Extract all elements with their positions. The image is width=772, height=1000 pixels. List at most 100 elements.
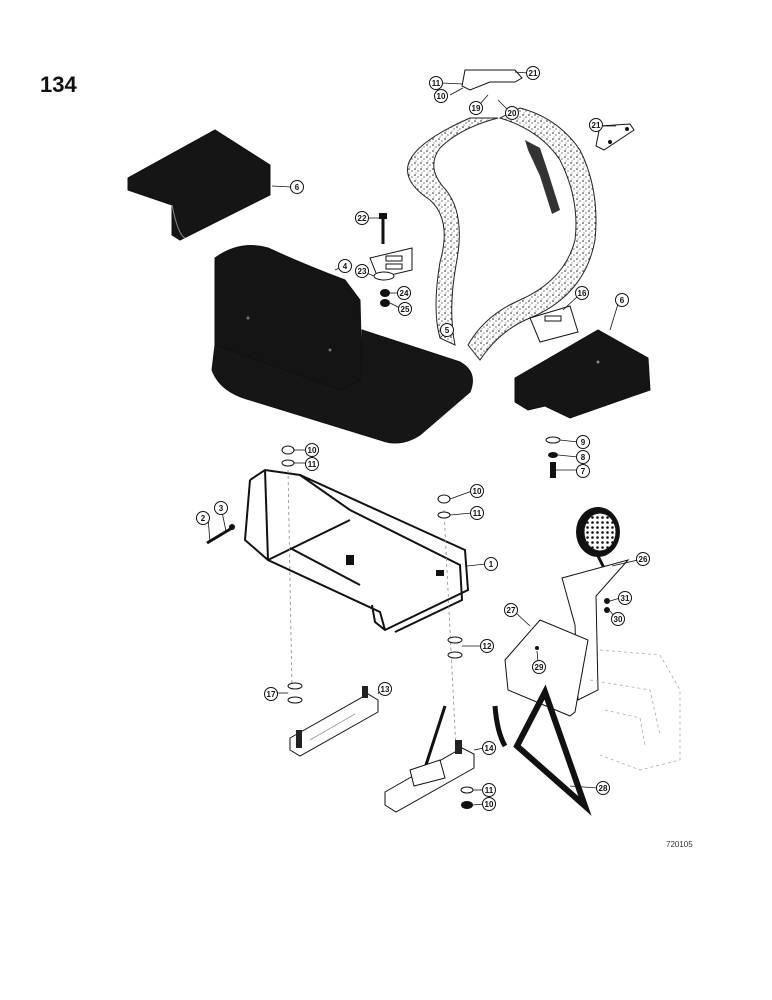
callout-circle: [636, 552, 650, 566]
hardware-12: [447, 636, 463, 659]
hardware-17: [287, 682, 303, 704]
callout-label: 23: [358, 267, 367, 276]
callout-label: 25: [401, 305, 410, 314]
hardware-10-11-left: [281, 445, 295, 467]
callout-label: 21: [592, 121, 601, 130]
callout-label: 17: [267, 690, 276, 699]
callout-circle: [434, 89, 448, 103]
seat-pad-right: [514, 329, 651, 419]
seat-pad-left: [127, 129, 271, 241]
callout-label: 29: [535, 663, 544, 672]
callout-circle: [196, 511, 210, 525]
callout-label: 10: [308, 446, 317, 455]
callout-circle: [429, 76, 443, 90]
callout-label: 22: [358, 214, 367, 223]
callout-label: 16: [578, 289, 587, 298]
callout-circle: [355, 264, 369, 278]
leader-lines: [207, 71, 639, 806]
callout-label: 26: [639, 555, 648, 564]
seat-frame: [243, 468, 470, 633]
callout-circle: [576, 450, 590, 464]
callout-circle: [264, 687, 278, 701]
callout-circle: [290, 180, 304, 194]
callout-label: 13: [381, 685, 390, 694]
callout-circle: [378, 682, 392, 696]
callout-label: 8: [581, 453, 586, 462]
callout-circle: [575, 286, 589, 300]
callout-balloons: 1110211920216224232425516698710113210111…: [196, 66, 650, 811]
slide-rail-13: [289, 686, 379, 757]
callout-circle: [615, 293, 629, 307]
bolt-22: [379, 213, 387, 244]
callout-label: 6: [295, 183, 300, 192]
callout-label: 19: [472, 104, 481, 113]
callout-circle: [482, 783, 496, 797]
callout-circle: [470, 506, 484, 520]
callout-label: 9: [581, 438, 586, 447]
callout-circle: [482, 741, 496, 755]
callout-circle: [305, 443, 319, 457]
callout-circle: [576, 435, 590, 449]
bolt-2-3: [206, 524, 235, 545]
callout-label: 3: [219, 504, 224, 513]
callout-circle: [440, 323, 454, 337]
callout-label: 7: [581, 467, 586, 476]
callout-label: 1: [489, 560, 494, 569]
callout-circle: [480, 639, 494, 653]
emblem-plate-27: [504, 619, 589, 717]
callout-circle: [398, 302, 412, 316]
callout-label: 10: [485, 800, 494, 809]
callout-circle: [526, 66, 540, 80]
page-number: 134: [40, 72, 77, 97]
anchor-bracket: [369, 247, 579, 343]
callout-circle: [532, 660, 546, 674]
callout-circle: [397, 286, 411, 300]
callout-circle: [484, 557, 498, 571]
callout-label: 11: [308, 460, 317, 469]
callout-circle: [305, 457, 319, 471]
callout-label: 4: [343, 262, 348, 271]
callout-circle: [576, 464, 590, 478]
slide-rail-14: [384, 705, 475, 813]
callout-label: 20: [508, 109, 517, 118]
bracket-top: [461, 69, 635, 151]
smv-triangle-28: [492, 684, 592, 816]
callout-label: 11: [432, 79, 441, 88]
callout-label: 31: [621, 594, 630, 603]
callout-circle: [470, 484, 484, 498]
hardware-31-30: [604, 598, 610, 613]
callout-label: 30: [614, 615, 623, 624]
callout-circle: [589, 118, 603, 132]
callout-circle: [611, 612, 625, 626]
callout-label: 24: [400, 289, 409, 298]
callout-circle: [618, 591, 632, 605]
callout-circle: [482, 797, 496, 811]
callout-circle: [338, 259, 352, 273]
callout-circle: [596, 781, 610, 795]
callout-label: 12: [483, 642, 492, 651]
callout-label: 11: [485, 786, 494, 795]
washer-stack: [373, 271, 395, 307]
hardware-10-11-right: [437, 494, 451, 519]
callout-circle: [504, 603, 518, 617]
seat-belt: [407, 107, 597, 361]
callout-label: 14: [485, 744, 494, 753]
callout-label: 28: [599, 784, 608, 793]
callout-label: 2: [201, 514, 206, 523]
callout-label: 21: [529, 69, 538, 78]
callout-circle: [505, 106, 519, 120]
callout-label: 5: [445, 326, 450, 335]
callout-circle: [214, 501, 228, 515]
hardware-11-10-bottom: [460, 786, 474, 809]
callout-label: 27: [507, 606, 516, 615]
callout-label: 10: [473, 487, 482, 496]
hardware-9-8-7: [545, 436, 561, 478]
work-lamp: [576, 507, 620, 573]
drawing-code: 720105: [666, 840, 693, 849]
seat-assembly: [211, 245, 473, 444]
callout-circle: [355, 211, 369, 225]
alignment-lines: [287, 469, 457, 751]
callout-label: 6: [620, 296, 625, 305]
